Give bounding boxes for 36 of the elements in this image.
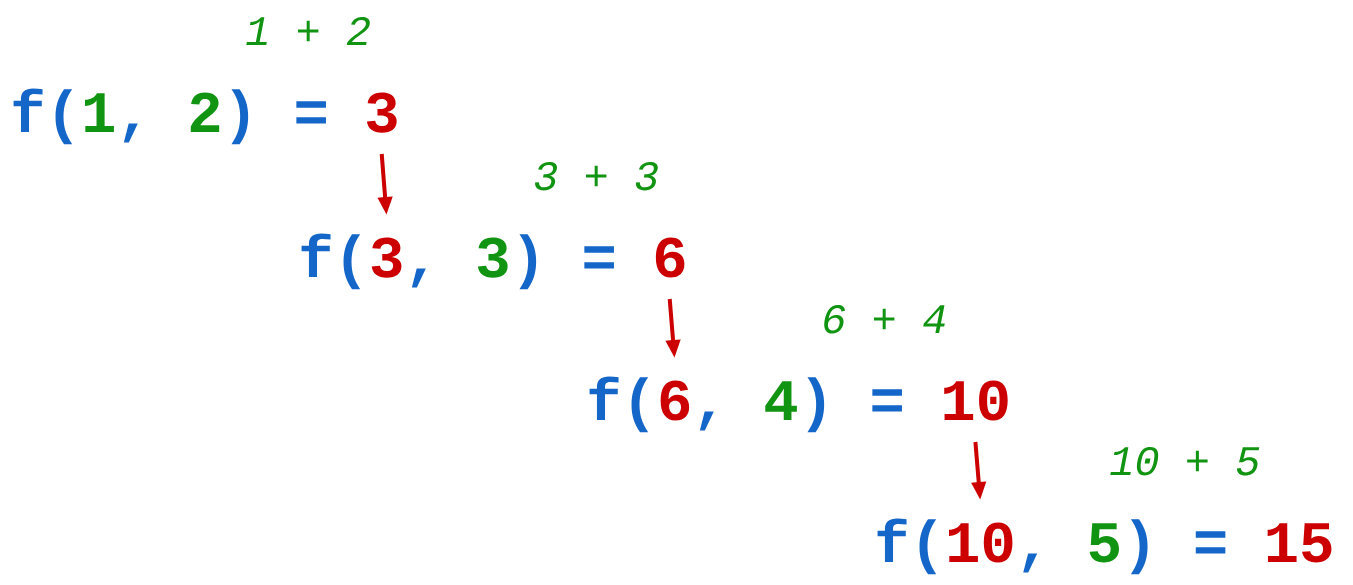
node-label: ) — [1130, 519, 1148, 575]
equation-text: f( 3 , 3 ) = 6 — [301, 233, 685, 290]
node-label: ) — [231, 89, 249, 145]
node-label: ) — [519, 234, 537, 290]
node-label: = — [1195, 531, 1226, 554]
node-label: , — [411, 268, 426, 288]
node-label: 4 — [765, 381, 797, 420]
node-label: 3 — [366, 92, 397, 133]
node-label: f( — [301, 233, 361, 290]
node-label: 5 — [1089, 523, 1119, 563]
node-label: 3 — [371, 237, 402, 278]
node-label: 10 — [944, 380, 1008, 421]
node-label: f( — [13, 88, 73, 145]
node-label: 1 — [84, 93, 114, 132]
node-label: , — [699, 411, 714, 431]
node-label: f( — [589, 376, 649, 433]
equation-text: f( 10 , 5 ) = 15 — [877, 518, 1332, 575]
node-label: = — [296, 101, 326, 124]
equation-text: f( 1 , 2 ) = 3 — [13, 88, 397, 145]
node-label: , — [1023, 553, 1038, 573]
node-label: f( — [877, 518, 937, 575]
sum-annotation: 3 + 3 — [535, 161, 658, 191]
node-label: 6 — [655, 237, 685, 278]
node-label: 2 — [190, 92, 220, 132]
sum-annotation: 1 + 2 — [246, 16, 370, 45]
sum-annotation: 6 + 4 — [824, 304, 945, 334]
node-label: 3 — [477, 237, 508, 278]
node-label: 6 — [660, 380, 690, 421]
node-label: = — [584, 246, 614, 269]
node-label: 10 — [948, 522, 1013, 563]
node-label: = — [872, 389, 902, 412]
node-label: ) — [807, 377, 825, 433]
equation-text: f( 6 , 4 ) = 10 — [589, 376, 1008, 433]
node-label: 15 — [1267, 523, 1332, 563]
node-label: , — [123, 123, 138, 143]
sum-annotation: 10 + 5 — [1110, 446, 1260, 476]
